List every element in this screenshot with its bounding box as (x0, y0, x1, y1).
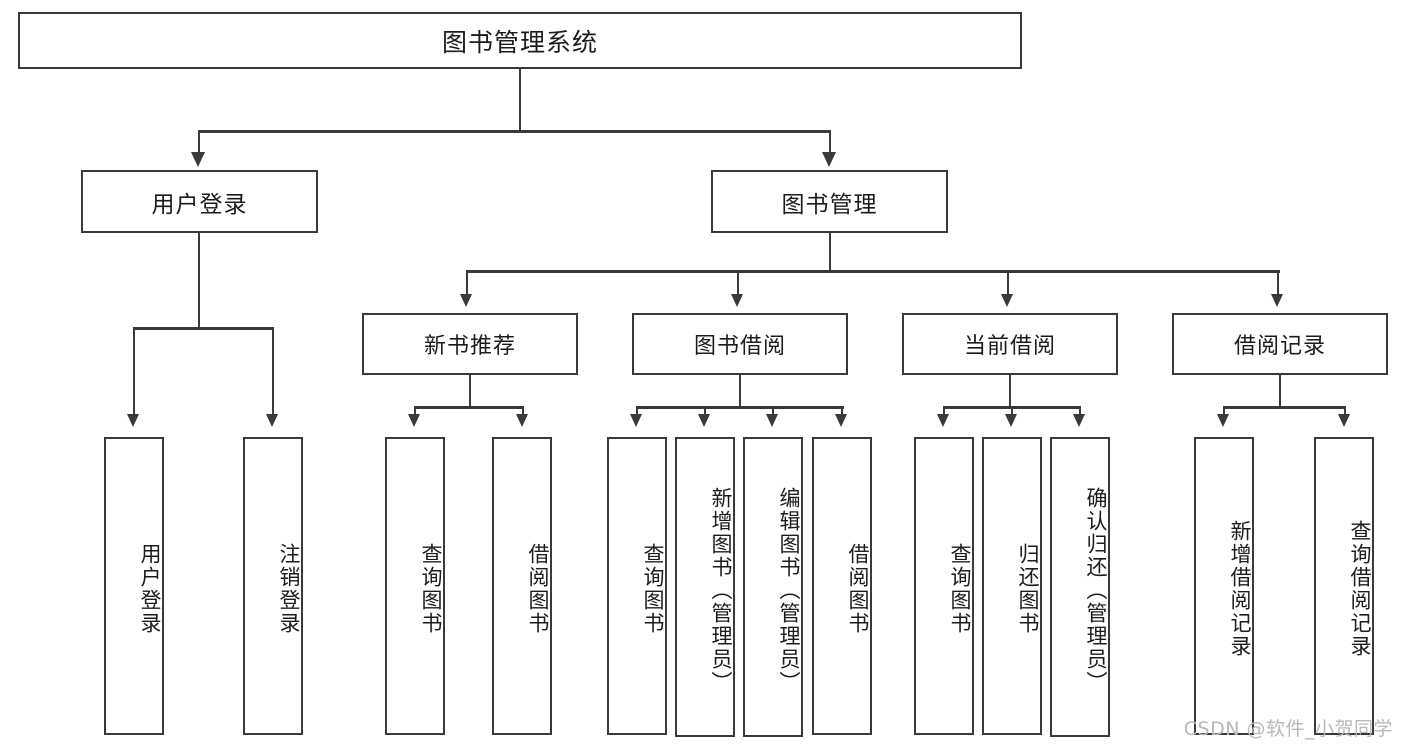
leaf-label: 用户登录 (138, 543, 162, 635)
node-borrow-record[interactable]: 借阅记录 (1172, 313, 1388, 375)
edge-drop-book-management (828, 130, 831, 156)
edge-user-login-bus (133, 327, 274, 330)
arrow-to-borrow-book-2 (835, 414, 847, 427)
node-label: 图书借阅 (693, 334, 786, 359)
leaf-logout-login[interactable]: 注销登录 (243, 437, 303, 735)
arrow-to-query-book-3 (937, 414, 949, 427)
arrow-to-book-borrow (731, 294, 743, 307)
edge-root-trunk (518, 69, 521, 131)
node-user-login[interactable]: 用户登录 (81, 170, 318, 233)
edge-drop-confirm-return (1078, 406, 1081, 418)
arrow-to-borrow-record (1271, 294, 1283, 307)
leaf-label: 查询图书 (948, 543, 972, 635)
leaf-query-book-1[interactable]: 查询图书 (385, 437, 445, 735)
edge-drop-query-record (1343, 406, 1346, 418)
edge-book-borrow-bus (636, 406, 844, 409)
arrow-to-leaf-user-login (127, 414, 139, 427)
arrow-to-current-borrow (1001, 294, 1013, 307)
node-label: 新书推荐 (423, 334, 516, 359)
leaf-label: 编辑图书（管理员） (777, 486, 801, 694)
edge-borrow-record-trunk (1278, 375, 1281, 408)
leaf-query-book-2[interactable]: 查询图书 (607, 437, 667, 735)
edge-new-book-recommend-bus (414, 406, 524, 409)
edge-level3-bus (466, 270, 1280, 273)
node-label: 图书管理 (781, 191, 878, 218)
node-label: 借阅记录 (1233, 334, 1326, 359)
edge-drop-borrow-book-2 (840, 406, 843, 418)
leaf-label: 查询图书 (641, 543, 665, 635)
leaf-confirm-return[interactable]: 确认归还（管理员） (1050, 437, 1110, 737)
arrow-to-confirm-return (1073, 414, 1085, 427)
leaf-query-book-3[interactable]: 查询图书 (914, 437, 974, 735)
leaf-borrow-book-2[interactable]: 借阅图书 (812, 437, 872, 735)
leaf-edit-book[interactable]: 编辑图书（管理员） (743, 437, 803, 737)
leaf-label: 新增借阅记录 (1228, 520, 1252, 658)
edge-drop-book-borrow (736, 270, 739, 297)
leaf-borrow-book-1[interactable]: 借阅图书 (492, 437, 552, 735)
node-new-book-recommend[interactable]: 新书推荐 (362, 313, 578, 375)
leaf-query-record[interactable]: 查询借阅记录 (1314, 437, 1374, 735)
edge-drop-return-book (1010, 406, 1013, 418)
node-label: 用户登录 (151, 191, 248, 218)
node-root-book-management-system[interactable]: 图书管理系统 (18, 12, 1022, 69)
arrow-to-borrow-book-1 (516, 414, 528, 427)
node-label: 图书管理系统 (441, 27, 598, 57)
leaf-label: 新增图书（管理员） (709, 486, 733, 694)
leaf-add-record[interactable]: 新增借阅记录 (1194, 437, 1254, 735)
edge-new-book-recommend-trunk (468, 375, 471, 408)
edge-drop-add-record (1222, 406, 1225, 418)
edge-drop-borrow-record (1276, 270, 1279, 297)
node-book-borrow[interactable]: 图书借阅 (632, 313, 848, 375)
arrow-to-query-book-2 (630, 414, 642, 427)
arrow-to-book-management (822, 152, 836, 167)
arrow-to-add-book (698, 414, 710, 427)
leaf-label: 注销登录 (277, 543, 301, 635)
edge-drop-query-book-1 (413, 406, 416, 418)
leaf-return-book[interactable]: 归还图书 (982, 437, 1042, 735)
arrow-to-edit-book (766, 414, 778, 427)
edge-drop-query-book-2 (635, 406, 638, 418)
leaf-label: 借阅图书 (526, 543, 550, 635)
edge-drop-query-book-3 (942, 406, 945, 418)
leaf-label: 确认归还（管理员） (1084, 486, 1108, 694)
arrow-to-query-record (1338, 414, 1350, 427)
leaf-label: 查询图书 (419, 543, 443, 635)
leaf-user-login[interactable]: 用户登录 (104, 437, 164, 735)
leaf-label: 归还图书 (1016, 543, 1040, 635)
node-label: 当前借阅 (963, 334, 1056, 359)
edge-book-borrow-trunk (738, 375, 741, 408)
leaf-label: 查询借阅记录 (1348, 520, 1372, 658)
arrow-to-return-book (1005, 414, 1017, 427)
arrow-to-query-book-1 (408, 414, 420, 427)
edge-current-borrow-trunk (1008, 375, 1011, 408)
arrow-to-leaf-logout-login (266, 414, 278, 427)
arrow-to-add-record (1217, 414, 1229, 427)
edge-drop-leaf-user-login (132, 327, 135, 417)
edge-drop-user-login (197, 130, 200, 156)
node-current-borrow[interactable]: 当前借阅 (902, 313, 1118, 375)
leaf-label: 借阅图书 (846, 543, 870, 635)
arrow-to-user-login (191, 152, 205, 167)
node-book-management[interactable]: 图书管理 (711, 170, 948, 233)
edge-drop-borrow-book-1 (521, 406, 524, 418)
edge-drop-new-book-recommend (465, 270, 468, 297)
edge-drop-current-borrow (1006, 270, 1009, 297)
csdn-watermark: CSDN @软件_小贺同学 (1183, 718, 1393, 740)
edge-level2-bus (198, 130, 831, 133)
edge-book-management-trunk (828, 233, 831, 272)
edge-drop-add-book (703, 406, 706, 418)
edge-user-login-trunk (197, 233, 200, 329)
edge-borrow-record-bus (1223, 406, 1345, 409)
edge-drop-leaf-logout-login (271, 327, 274, 417)
edge-drop-edit-book (771, 406, 774, 418)
arrow-to-new-book-recommend (460, 294, 472, 307)
leaf-add-book[interactable]: 新增图书（管理员） (675, 437, 735, 737)
